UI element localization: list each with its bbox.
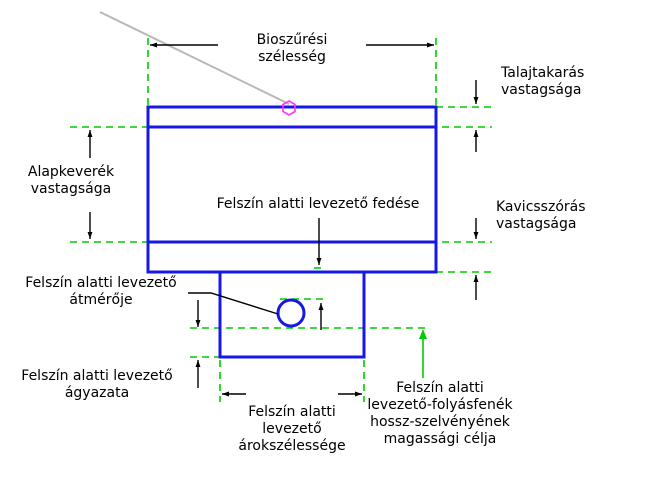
invert-arrow-head <box>419 329 427 339</box>
label-invert-target-line: levezető-folyásfenék <box>367 397 513 413</box>
label-base-mix-thickness-line: Alapkeverék <box>28 164 115 180</box>
label-underdrain-diameter-line: átmérője <box>69 292 132 308</box>
label-gravel-thickness-line: vastagsága <box>496 216 576 232</box>
label-underdrain-cover-line: Felszín alatti levezető fedése <box>217 196 420 212</box>
underdrain-trench <box>218 270 366 359</box>
underdrain-pipe <box>276 298 306 328</box>
dimension-arrows <box>87 42 479 397</box>
label-biofilter-width-line: Bioszűrési <box>257 32 328 48</box>
label-trench-width-line: levezető <box>262 421 321 437</box>
label-underdrain-diameter-line: Felszín alatti levezető <box>25 275 176 291</box>
label-invert-target-line: hossz-szelvényének <box>370 414 511 430</box>
diameter-leader <box>188 292 279 315</box>
label-base-mix-thickness-line: vastagsága <box>31 181 111 197</box>
label-underdrain-cover: Felszín alatti levezető fedése <box>217 196 420 212</box>
label-underdrain-bedding-line: ágyazata <box>65 385 129 401</box>
label-trench-width-line: Felszín alatti <box>248 404 336 420</box>
label-invert-target-line: magassági célja <box>384 431 497 447</box>
label-topsoil-thickness-line: Talajtakarás <box>500 65 584 81</box>
label-gravel-thickness-line: Kavicsszórás <box>496 199 586 215</box>
label-trench-width-line: árokszélessége <box>238 438 345 454</box>
biofilter-body <box>146 105 438 274</box>
label-underdrain-bedding-line: Felszín alatti levezető <box>21 368 172 384</box>
leader-line <box>99 11 290 105</box>
structure <box>146 105 438 359</box>
surface-marker-icon <box>282 100 296 116</box>
guide-lines <box>70 38 492 402</box>
label-biofilter-width-line: szélesség <box>258 49 326 65</box>
invert-target-arrow <box>419 329 427 378</box>
label-invert-target-line: Felszín alatti <box>396 380 484 396</box>
label-topsoil-thickness-line: vastagsága <box>501 82 581 98</box>
